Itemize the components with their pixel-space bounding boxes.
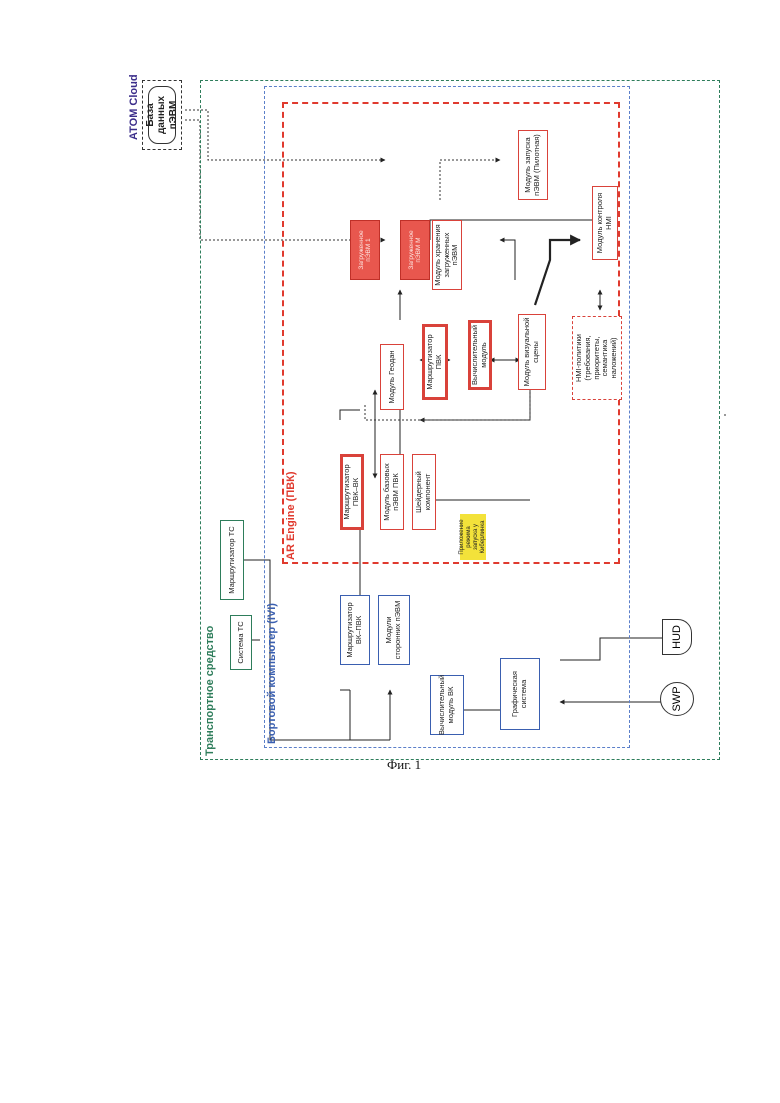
- vehicle-frame-label: Транспортное средство: [204, 626, 216, 756]
- compute-vk-box: Вычислительный модуль ВК: [430, 675, 464, 735]
- router-pvk-box: Маршрутизатор ПВК: [422, 324, 448, 400]
- loaded-pevm-1-box: Загруженное пЭВМ 1: [350, 220, 380, 280]
- visual-scene-box: Модуль визуальной сцены: [518, 314, 546, 390]
- ar-engine-frame: [282, 102, 620, 564]
- system-tc-box: Система ТС: [230, 615, 252, 670]
- hmi-control-box: Модуль контроля HMI: [592, 186, 618, 260]
- cloud-frame-label: ATOM Cloud: [128, 74, 140, 140]
- database-box: База данных пЭВМ: [148, 86, 176, 144]
- loaded-pevm-m-box: Загруженное пЭВМ М: [400, 220, 430, 280]
- graphics-system-box: Графическая система: [500, 658, 540, 730]
- hud-device: HUD: [662, 619, 692, 655]
- swp-device: SWP: [660, 682, 694, 716]
- hmi-policy-box: HMI-политики (требования, приоритеты, се…: [572, 316, 622, 400]
- router-pvk-vk-box: Маршрутизатор ПВК–ВК: [340, 454, 364, 530]
- third-party-modules-box: Модули сторонних пЭВМ: [378, 595, 410, 665]
- shader-component-box: Шейдерный компонент: [412, 454, 436, 530]
- launch-module-box: Модуль запуска пЭВМ (Пилотная): [518, 130, 548, 200]
- base-modules-box: Модуль базовых пЭВМ ПВК: [380, 454, 404, 530]
- storage-module-box: Модуль хранения загруженных пЭВМ: [432, 220, 462, 290]
- note-sticker: Приложение режима запуска у Киберлинка: [460, 514, 486, 560]
- geo-module-box: Модуль Геодан: [380, 344, 404, 410]
- ar-engine-frame-label: AR Engine (ПВК): [285, 471, 297, 560]
- router-tc-box: Маршрутизатор ТС: [220, 520, 244, 600]
- router-vk-pvk-box: Маршрутизатор ВК–ПВК: [340, 595, 370, 665]
- figure-caption: Фиг. 1: [387, 757, 421, 773]
- compute-pvk-box: Вычислительный модуль: [468, 320, 492, 390]
- architecture-diagram: Транспортное средство Бортовой компьютер…: [200, 80, 720, 760]
- scan-speck: [724, 414, 726, 416]
- ivi-frame-label: Бортовой компьютер (IVI): [266, 603, 278, 744]
